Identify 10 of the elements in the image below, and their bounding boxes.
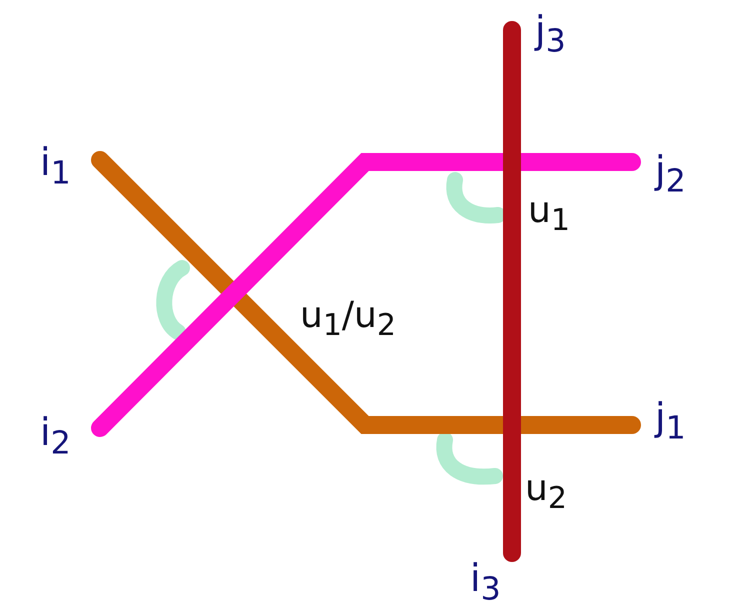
- crossing-label: u$_{1}$/u$_{2}$: [300, 295, 396, 346]
- endpoint-label: j$_{2}$: [655, 148, 686, 204]
- endpoint-label: i$_{3}$: [470, 556, 501, 603]
- endpoint-label: j$_{1}$: [655, 395, 686, 451]
- endpoint-label: i$_{2}$: [40, 410, 71, 466]
- crossing-label: u$_{1}$: [528, 190, 570, 240]
- endpoint-label: i$_{1}$: [40, 140, 71, 196]
- strand-line: [503, 21, 521, 562]
- crossing-label: u$_{2}$: [525, 468, 567, 518]
- endpoint-label: j$_{3}$: [535, 8, 566, 64]
